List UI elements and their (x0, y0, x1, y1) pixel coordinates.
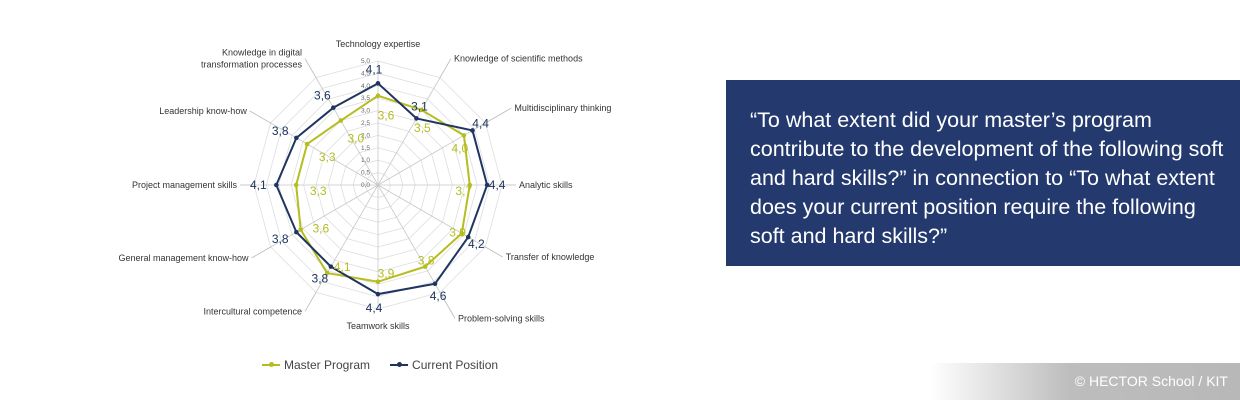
tick-label: 0,5 (361, 170, 370, 177)
data-point-master-program (459, 231, 465, 236)
data-label-master-program: 3,0 (347, 132, 364, 146)
data-point-master-program (304, 141, 310, 147)
data-label-current-position: 3,8 (272, 232, 289, 246)
data-label-current-position: 4,4 (472, 116, 489, 130)
data-label-current-position: 3,8 (272, 124, 289, 138)
data-label-current-position: 4,1 (366, 62, 383, 76)
data-point-current-position (484, 182, 490, 188)
data-point-current-position (470, 128, 475, 133)
label-leader-line (439, 58, 452, 78)
chart-legend: Master Program Current Position (262, 358, 498, 372)
data-point-current-position (328, 264, 334, 269)
data-point-master-program (375, 279, 381, 285)
axis-label-analytic-skills: Analytic skills (519, 180, 573, 190)
data-point-master-program (419, 107, 424, 113)
label-leader-line (251, 246, 271, 259)
tick-label: 4,0 (361, 83, 370, 90)
data-label-current-position: 4,6 (430, 289, 447, 303)
data-point-current-position (414, 116, 419, 121)
grid-spoke (377, 184, 441, 293)
data-label-master-program: 3,3 (319, 150, 336, 164)
axis-label-problem-solving-skills: Problem-solving skills (458, 313, 545, 323)
axis-label-intercultural-competence: Intercultural competence (203, 306, 302, 316)
data-label-master-program: 3,9 (449, 225, 466, 239)
data-point-master-program (298, 227, 303, 232)
data-label-current-position: 4,4 (489, 178, 506, 192)
data-label-master-program: 3,7 (455, 184, 472, 198)
label-leader-line (249, 110, 271, 124)
radar-chart: 0,0 0,5 1,0 1,5 2,0 2,5 3,0 3,5 4,0 4,5 5,0 Technol… (118, 39, 611, 331)
legend-label-master-program: Master Program (284, 358, 371, 372)
grid-spoke (270, 122, 379, 186)
axis-label-project-management-skills: Project management skills (132, 180, 238, 190)
data-point-master-program (338, 118, 344, 123)
data-point-current-position (375, 291, 381, 297)
data-point-master-program (324, 270, 330, 276)
data-point-master-program (375, 93, 381, 99)
data-label-master-program: 3,5 (414, 121, 431, 135)
data-point-current-position (465, 234, 471, 240)
data-label-master-program: 3,6 (378, 109, 395, 123)
tick-label: 5,0 (361, 58, 370, 65)
tick-label: 1,5 (361, 145, 370, 152)
data-label-master-program: 4,1 (334, 260, 351, 274)
grid-spoke (270, 184, 379, 248)
tick-label: 2,0 (361, 132, 370, 139)
data-point-master-program (461, 133, 467, 138)
axis-label-general-management-know-how: General management know-how (118, 253, 249, 263)
copyright-text: © HECTOR School / KIT (930, 363, 1240, 400)
label-leader-line (304, 292, 317, 312)
tick-label: 0,0 (361, 182, 370, 189)
grid-spoke (377, 77, 441, 186)
label-leader-line (439, 292, 456, 319)
axis-label-teamwork-skills: Teamwork skills (346, 321, 410, 331)
axis-label-leadership-know-how: Leadership know-how (159, 106, 247, 116)
grid-spoke (377, 122, 486, 186)
tick-label: 3,0 (361, 108, 370, 115)
legend-swatch-master-program (262, 359, 280, 371)
tick-label: 1,0 (361, 157, 370, 164)
data-label-current-position: 4,1 (250, 178, 267, 192)
data-label-master-program: 3,9 (378, 267, 395, 281)
axis-label-transfer-of-knowledge: Transfer of knowledge (506, 252, 595, 262)
data-point-current-position (274, 182, 279, 188)
data-label-master-program: 3,8 (418, 253, 435, 267)
data-point-current-position (432, 281, 438, 287)
data-label-master-program: 3,6 (312, 222, 329, 236)
label-leader-line (485, 246, 503, 258)
data-point-master-program (422, 264, 428, 269)
question-box: “To what extent did your master’s progra… (726, 80, 1240, 266)
data-label-current-position: 3,8 (312, 272, 329, 286)
question-text: “To what extent did your master’s progra… (750, 108, 1224, 248)
data-point-master-program (293, 182, 299, 188)
grid-spoke (315, 77, 379, 186)
tick-label: 2,5 (361, 120, 370, 127)
tick-label: 4,5 (361, 70, 370, 77)
axis-label-knowledge-of-scientific-methods: Knowledge of scientific methods (454, 54, 583, 64)
data-label-master-program: 4,0 (451, 141, 468, 155)
data-point-current-position (375, 81, 381, 86)
label-leader-line (485, 107, 512, 124)
label-leader-line (304, 58, 317, 78)
legend-item-current-position: Current Position (390, 358, 498, 372)
data-label-current-position: 4,2 (468, 237, 485, 251)
axis-label-multidisciplinary-thinking: Multidisciplinary thinking (514, 103, 611, 113)
data-label-current-position: 3,6 (314, 89, 331, 103)
data-label-master-program: 3,3 (310, 184, 327, 198)
data-point-master-program (467, 182, 473, 188)
tick-label: 3,5 (361, 95, 370, 102)
data-label-current-position: 4,4 (366, 301, 383, 315)
data-point-current-position (331, 105, 336, 110)
data-label-current-position: 3,1 (411, 99, 428, 113)
legend-label-current-position: Current Position (412, 358, 499, 372)
legend-item-master-program: Master Program (262, 358, 370, 372)
axis-label-technology-expertise: Technology expertise (336, 39, 421, 49)
data-point-current-position (294, 229, 299, 235)
legend-swatch-current-position (390, 359, 409, 371)
data-point-current-position (294, 135, 299, 141)
